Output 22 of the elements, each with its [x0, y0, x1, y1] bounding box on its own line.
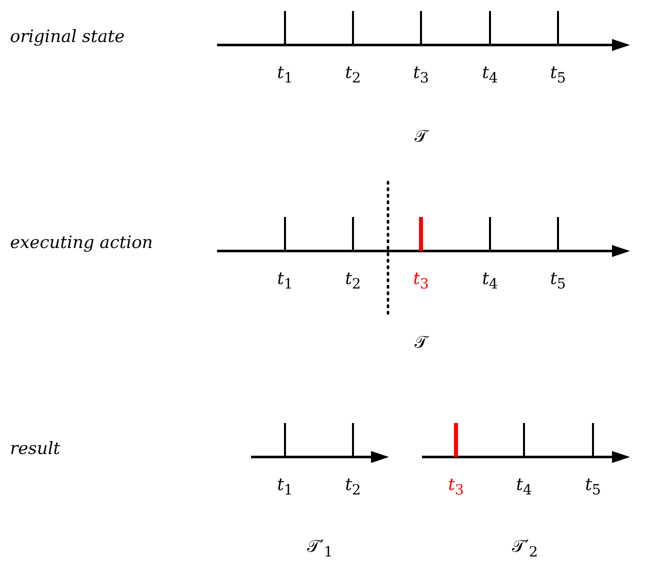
timeline-symbol: 𝒯 [414, 334, 428, 353]
time-label: t$_{1}$ [277, 64, 293, 87]
row-label: original state [10, 28, 125, 47]
timeline-symbol: 𝒯′$_{1}$ [307, 538, 333, 561]
row-label: executing action [10, 234, 153, 253]
time-label: t$_{3}$ [413, 270, 429, 293]
time-label: t$_{5}$ [550, 270, 566, 293]
time-label: t$_{4}$ [482, 64, 498, 87]
time-label: t$_{5}$ [550, 64, 566, 87]
time-label: t$_{4}$ [516, 476, 532, 499]
time-label: t$_{2}$ [345, 64, 361, 87]
time-label: t$_{1}$ [277, 476, 293, 499]
time-label: t$_{2}$ [345, 476, 361, 499]
row-label: result [10, 440, 60, 459]
time-label: t$_{1}$ [277, 270, 293, 293]
time-label: t$_{5}$ [585, 476, 601, 499]
timeline-symbol: 𝒯 [414, 128, 428, 147]
timeline-symbol: 𝒯′$_{2}$ [512, 538, 538, 561]
time-label: t$_{2}$ [345, 270, 361, 293]
time-label: t$_{3}$ [448, 476, 464, 499]
time-label: t$_{4}$ [482, 270, 498, 293]
time-label: t$_{3}$ [413, 64, 429, 87]
